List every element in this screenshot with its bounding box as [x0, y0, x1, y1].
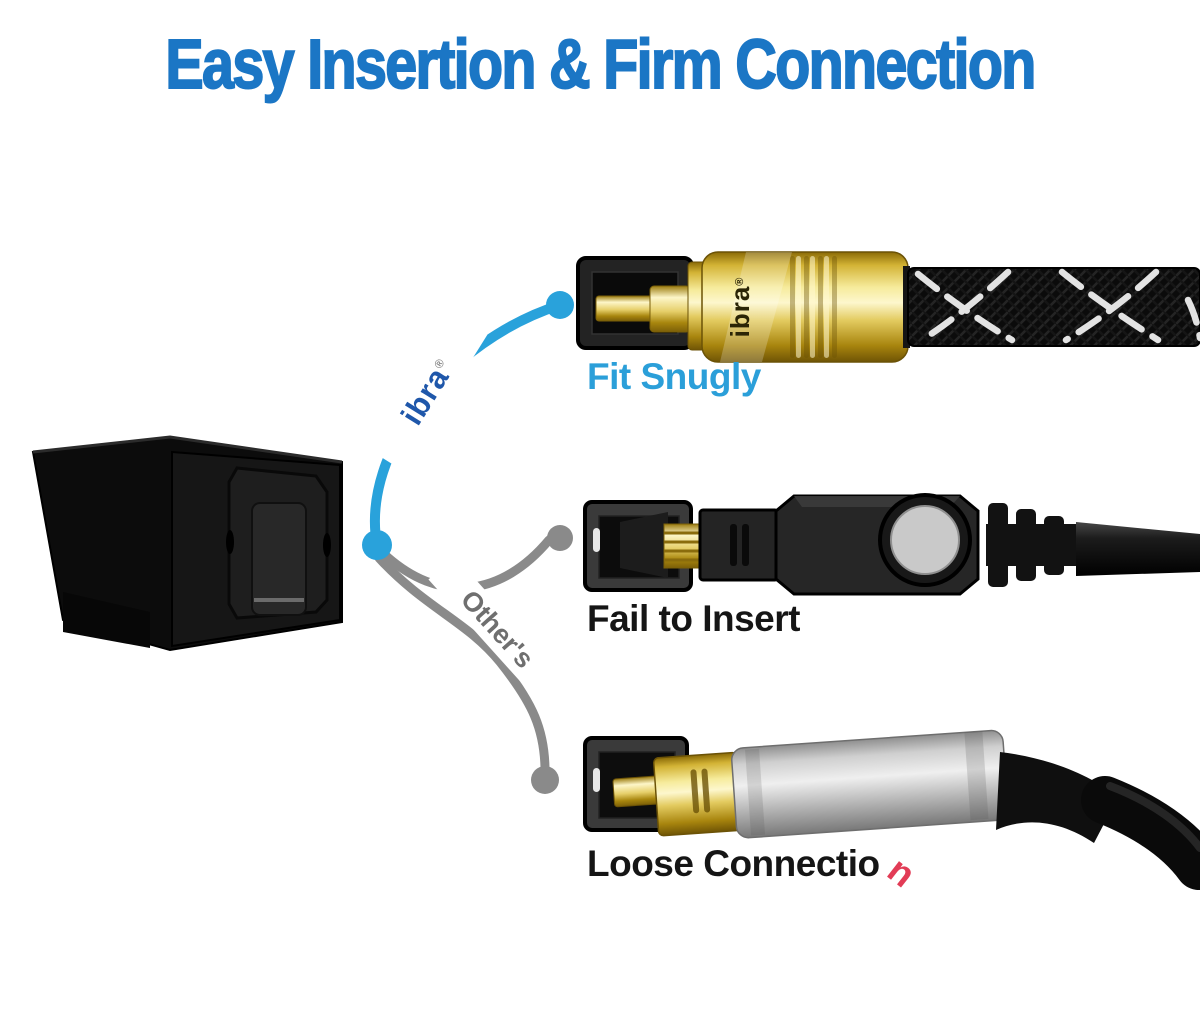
socket-notch-2: [593, 528, 600, 552]
thumb-disc-inner: [890, 505, 960, 575]
row-loose-connection-graphic: [583, 729, 1200, 890]
collar-slot-a: [690, 769, 700, 814]
optical-port-graphic: [31, 435, 343, 652]
page-title: Easy Insertion & Firm Connection: [165, 24, 1038, 104]
port-notch-right: [323, 533, 331, 557]
plug-slot-a: [730, 524, 737, 566]
barrel-cable-gap: [903, 266, 910, 348]
port-shutter-highlight: [254, 598, 304, 602]
strain-relief-2: [986, 503, 1082, 587]
port-branch-dot: [362, 530, 392, 560]
plug-wedge-2: [620, 512, 668, 578]
silver-barrel-shade-right: [964, 731, 989, 821]
strain-relief-3: [996, 752, 1118, 843]
label-fit-snugly: Fit Snugly: [587, 356, 761, 397]
cable-3: [1081, 776, 1200, 890]
label-loose-main: Loose Connectio: [587, 843, 880, 884]
label-loose-connection: Loose Connection: [587, 843, 922, 895]
gold-tip-ribs: [664, 531, 702, 562]
gray-end-dot-bottom: [531, 766, 559, 794]
cable-3-highlight: [1106, 782, 1200, 852]
gold-pin-tip: [595, 295, 655, 322]
collar-slot-b: [701, 768, 711, 813]
port-dust-shutter: [251, 502, 307, 616]
blue-end-dot: [546, 291, 574, 319]
connection-lines: [362, 291, 574, 794]
gold-barrel-sheen: [720, 252, 792, 362]
socket-notch-3: [593, 768, 600, 792]
cable-2: [1076, 522, 1200, 576]
barrel-brand-text: ibra®: [725, 277, 755, 338]
gray-end-dot-middle: [547, 525, 573, 551]
port-notch-left: [226, 530, 234, 554]
braided-cable: [907, 267, 1200, 347]
gold-barrel-rings: [790, 256, 837, 358]
gray-connection-line-bottom: [374, 553, 550, 781]
gold-pin-cylinder: [649, 285, 691, 333]
row-fail-insert-graphic: [583, 493, 1200, 596]
silver-barrel-shade-left: [745, 748, 766, 836]
port-box-bottom-step: [63, 592, 150, 648]
port-box-top-edge: [32, 435, 343, 464]
label-fail-to-insert: Fail to Insert: [587, 598, 800, 639]
plug-slot-b: [742, 524, 749, 566]
black-plug-body: [698, 508, 780, 582]
loose-plug-assembly: [612, 729, 1009, 839]
braid-white-crosses: [914, 268, 1200, 344]
row-fit-snugly-graphic: ibra®: [576, 251, 1200, 363]
